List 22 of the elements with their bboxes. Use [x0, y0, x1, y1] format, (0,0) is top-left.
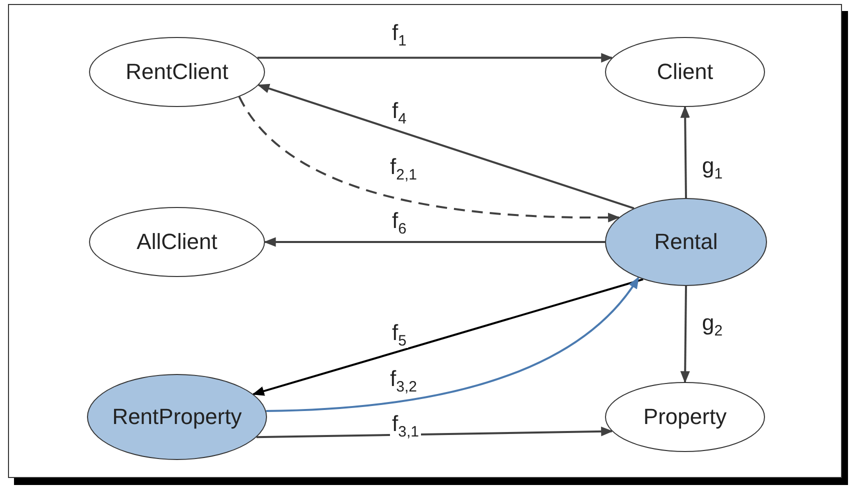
arrow — [238, 96, 620, 222]
arrow — [264, 237, 605, 247]
node-label: Property — [643, 404, 727, 430]
arrow — [680, 286, 690, 384]
arrow — [257, 84, 634, 210]
node-label: RentClient — [126, 59, 228, 85]
arrow — [266, 276, 640, 412]
edge-label: f$_{3,1}$ — [390, 413, 421, 440]
edge-label: f$_{5}$ — [390, 322, 408, 348]
edge-label: f$_{6}$ — [390, 210, 408, 236]
edge-label: f$_{3,2}$ — [388, 368, 419, 394]
arrow — [680, 106, 690, 198]
node-label: Client — [656, 59, 714, 85]
arrow — [257, 52, 614, 63]
arrow — [252, 278, 644, 396]
node-label: Rental — [654, 229, 718, 255]
edge-label: f$_{4}$ — [390, 100, 408, 126]
node-label: AllClient — [136, 229, 218, 255]
arrow — [256, 426, 614, 438]
edge-label: f$_{1}$ — [390, 22, 408, 48]
edge-label: f$_{2,1}$ — [388, 156, 419, 182]
node-label: RentProperty — [112, 404, 242, 430]
